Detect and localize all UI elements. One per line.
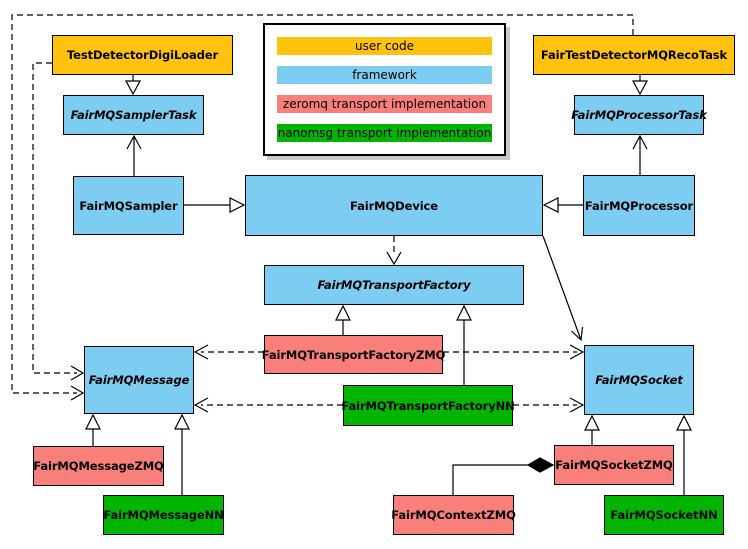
edge-socketzmq-socket-inherit [584,414,600,445]
node-testdetectordigiloader: TestDetectorDigiLoader [52,35,233,75]
node-fairmqsamplertask: FairMQSamplerTask [63,95,204,135]
node-fairmqtransportfactory: FairMQTransportFactory [264,265,524,305]
edge-messagezmq-message-inherit [85,413,101,446]
edge-digiloader-samplertask-inherit [124,75,142,96]
edge-processor-processortask-arrow [632,134,648,175]
node-fairmqmessage: FairMQMessage [84,346,194,414]
edge-contextzmq-socketzmq-composition [452,457,555,495]
legend-item-user-code: user code [277,37,492,55]
edge-sampler-samplertask-arrow [126,134,142,176]
node-fairmqcontextzmq: FairMQContextZMQ [391,495,516,535]
edge-factorynn-factory-inherit [456,304,472,385]
edge-factorynn-socket-dependency [513,397,585,413]
edge-processor-device-inherit [542,197,583,213]
edge-recotask-message-dependency [11,14,634,401]
edge-device-socket-arrow [542,235,584,342]
node-fairmqtransportfactorynn: FairMQTransportFactoryNN [341,385,515,426]
legend-item-framework: framework [277,66,492,84]
legend-item-nanomsg: nanomsg transport implementation [277,124,492,142]
edge-factorynn-message-dependency [193,397,343,413]
edge-sampler-device-inherit [184,197,246,213]
node-fairmqsocketnn: FairMQSocketNN [604,495,724,535]
node-fairmqsampler: FairMQSampler [73,176,184,235]
edge-device-factory-dependency [386,236,402,266]
node-fairmqprocessor: FairMQProcessor [583,175,695,236]
node-fairmqsocket: FairMQSocket [584,345,694,415]
edge-recotask-processortask-inherit [631,75,649,96]
edge-digiloader-message-dependency [32,62,85,381]
edge-factoryzmq-socket-dependency [443,344,585,360]
node-fairmqprocessortask: FairMQProcessorTask [571,95,707,135]
edge-messagenn-message-inherit [174,413,190,495]
legend: user code framework zeromq transport imp… [263,23,506,156]
legend-item-zeromq: zeromq transport implementation [277,95,492,113]
node-fairmqsocketzmq: FairMQSocketZMQ [554,445,674,485]
node-fairtestdetectormqrecotask: FairTestDetectorMQRecoTask [533,35,735,75]
node-fairmqmessagezmq: FairMQMessageZMQ [33,446,164,486]
node-fairmqdevice: FairMQDevice [245,175,543,236]
node-fairmqtransportfactoryzmq: FairMQTransportFactoryZMQ [262,335,445,374]
edge-socketnn-socket-inherit [676,414,692,495]
edge-factoryzmq-factory-inherit [335,304,351,335]
node-fairmqmessagenn: FairMQMessageNN [103,495,224,535]
edge-factoryzmq-message-dependency [193,344,264,360]
